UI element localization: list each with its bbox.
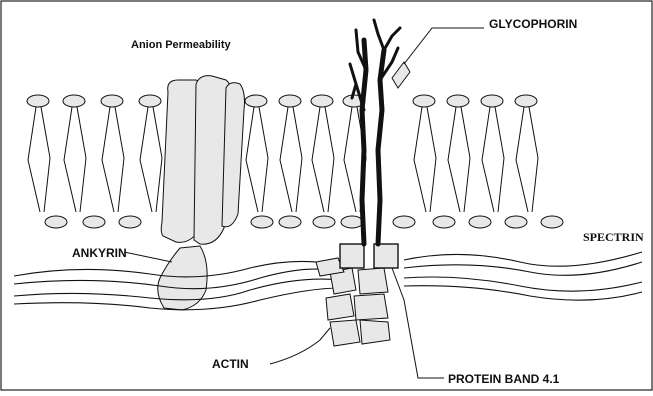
lipid-head-inner bbox=[313, 216, 335, 228]
lipid-head-outer bbox=[515, 95, 537, 107]
lipid-head-outer bbox=[311, 95, 333, 107]
lipid-head-outer bbox=[413, 95, 435, 107]
lipid-head-inner bbox=[279, 216, 301, 228]
anion-permeability-label: Anion Permeability bbox=[131, 40, 231, 51]
lipid-head-outer bbox=[279, 95, 301, 107]
lipid-head-inner bbox=[119, 216, 141, 228]
lipid-head-outer bbox=[481, 95, 503, 107]
ankyrin-label: ANKYRIN bbox=[72, 247, 127, 259]
lipid-head-outer bbox=[101, 95, 123, 107]
lipid-head-inner bbox=[541, 216, 563, 228]
lipid-head-outer bbox=[245, 95, 267, 107]
lipid-head-inner bbox=[433, 216, 455, 228]
lipid-head-inner bbox=[83, 216, 105, 228]
lipid-head-inner bbox=[393, 216, 415, 228]
anion-channel-protein bbox=[161, 76, 244, 245]
lipid-head-inner bbox=[469, 216, 491, 228]
lipid-head-outer bbox=[139, 95, 161, 107]
lipid-head-outer bbox=[63, 95, 85, 107]
lipid-head-inner bbox=[251, 216, 273, 228]
glycophorin-label: GLYCOPHORIN bbox=[489, 18, 577, 30]
spectrin-label: SPECTRIN bbox=[583, 231, 644, 243]
protein-band-4-1-label: PROTEIN BAND 4.1 bbox=[448, 373, 559, 385]
lipid-head-inner bbox=[505, 216, 527, 228]
lipid-head-outer bbox=[27, 95, 49, 107]
actin-label: ACTIN bbox=[212, 358, 249, 370]
lipid-head-outer bbox=[447, 95, 469, 107]
lipid-head-inner bbox=[45, 216, 67, 228]
lipid-head-inner bbox=[341, 216, 363, 228]
